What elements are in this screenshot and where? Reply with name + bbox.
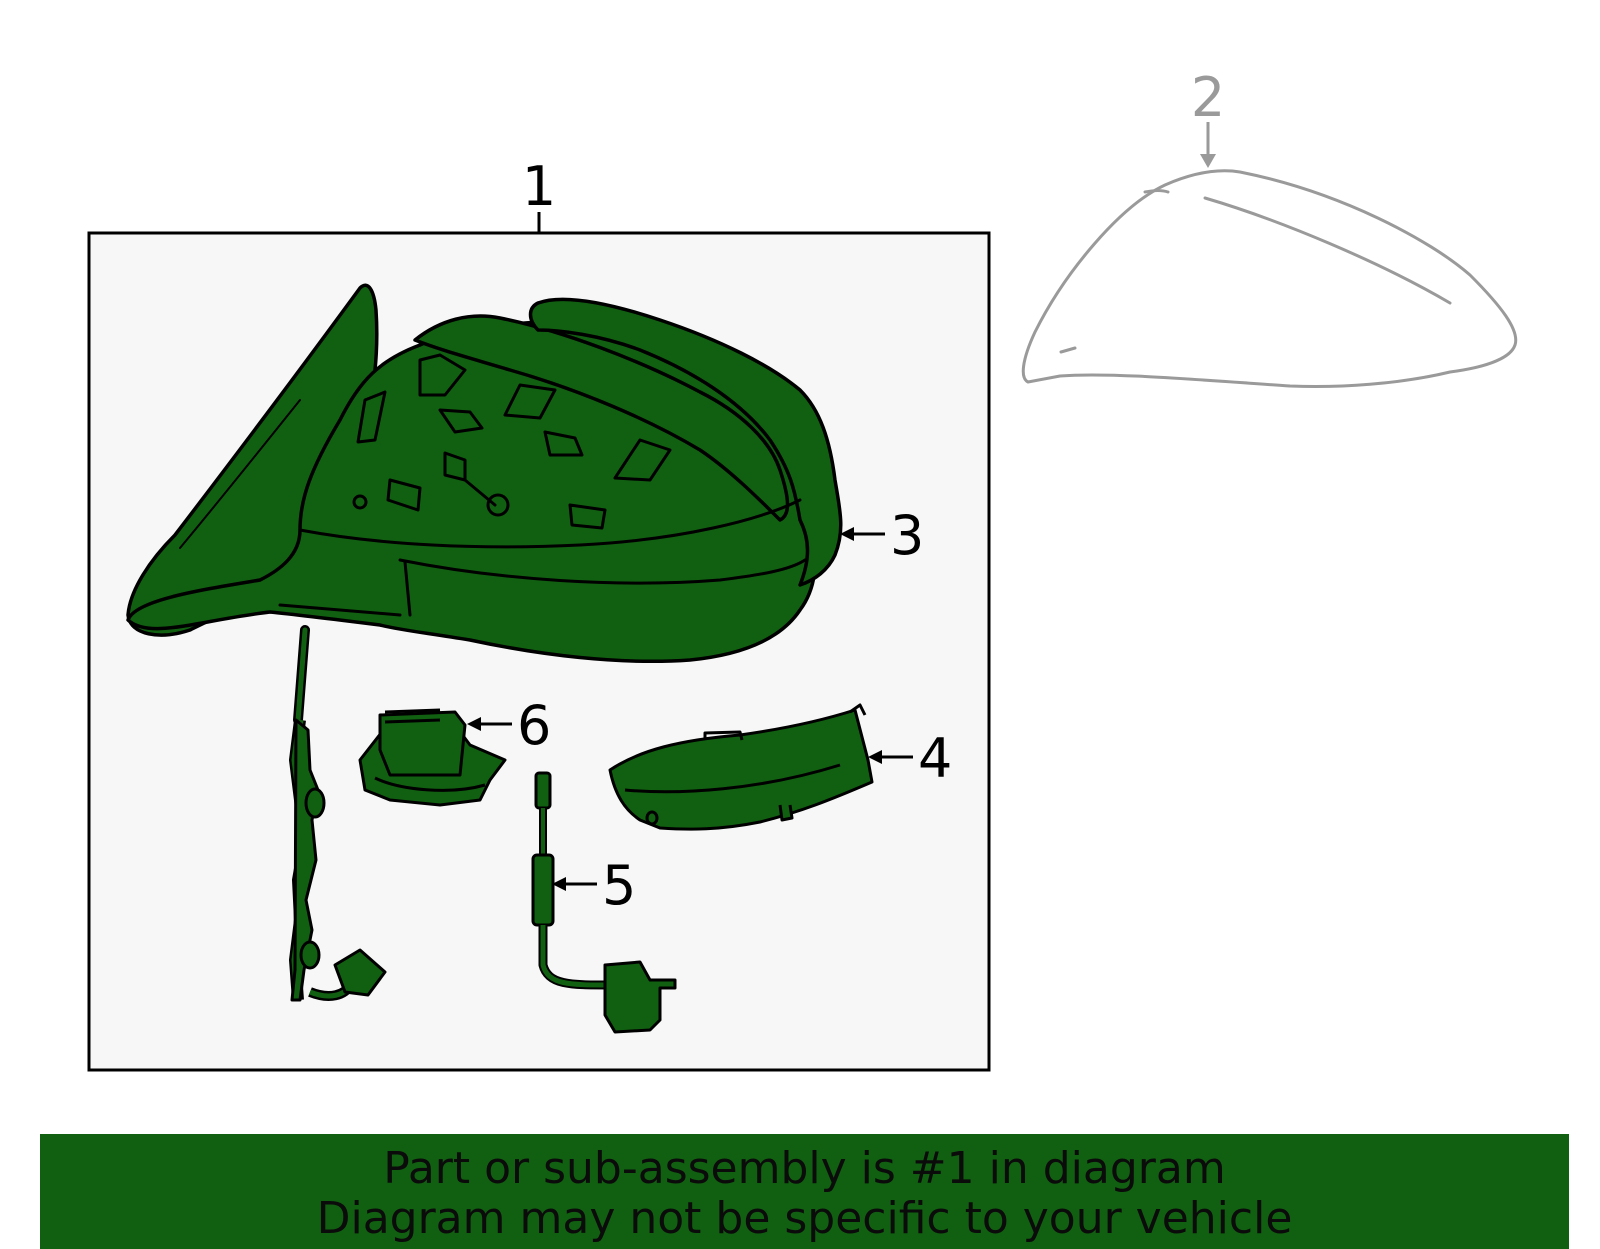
mirror-assembly [126,283,843,725]
base-harness-inner [295,627,308,723]
callout-6-arrowhead [467,717,481,731]
housing-base-line [278,603,402,617]
disclaimer-banner: Part or sub-assembly is #1 in diagram Di… [40,1134,1569,1249]
callout-6: 6 [517,694,551,757]
part-3-outer-shell [528,297,843,587]
banner-line-2: Diagram may not be specific to your vehi… [316,1193,1293,1244]
part-6-motor [358,708,507,807]
housing-lower-sweep-2 [398,558,807,585]
sensor-connector [603,960,677,1034]
part-5-sensor [531,771,677,1034]
callout-3: 3 [890,504,924,567]
harness-connector [333,948,387,997]
callout-2-arrowhead [1200,154,1216,168]
callout-2: 2 [1191,66,1225,129]
callout-3-arrowhead [840,527,854,541]
housing-interior-details [352,353,672,530]
wiring-harness [289,718,387,1002]
callout-4: 4 [918,727,952,790]
callout-5-arrowhead [552,877,566,891]
callout-1: 1 [522,155,556,218]
callout-5: 5 [602,854,636,917]
part-4-turn-signal [608,703,874,831]
housing-lower-sweep [298,498,802,549]
part-2-mirror-cover [1021,169,1518,388]
base-highlight [179,399,301,549]
banner-line-1: Part or sub-assembly is #1 in diagram [383,1143,1226,1194]
callout-4-arrowhead [868,750,882,764]
housing-seam [403,560,412,617]
